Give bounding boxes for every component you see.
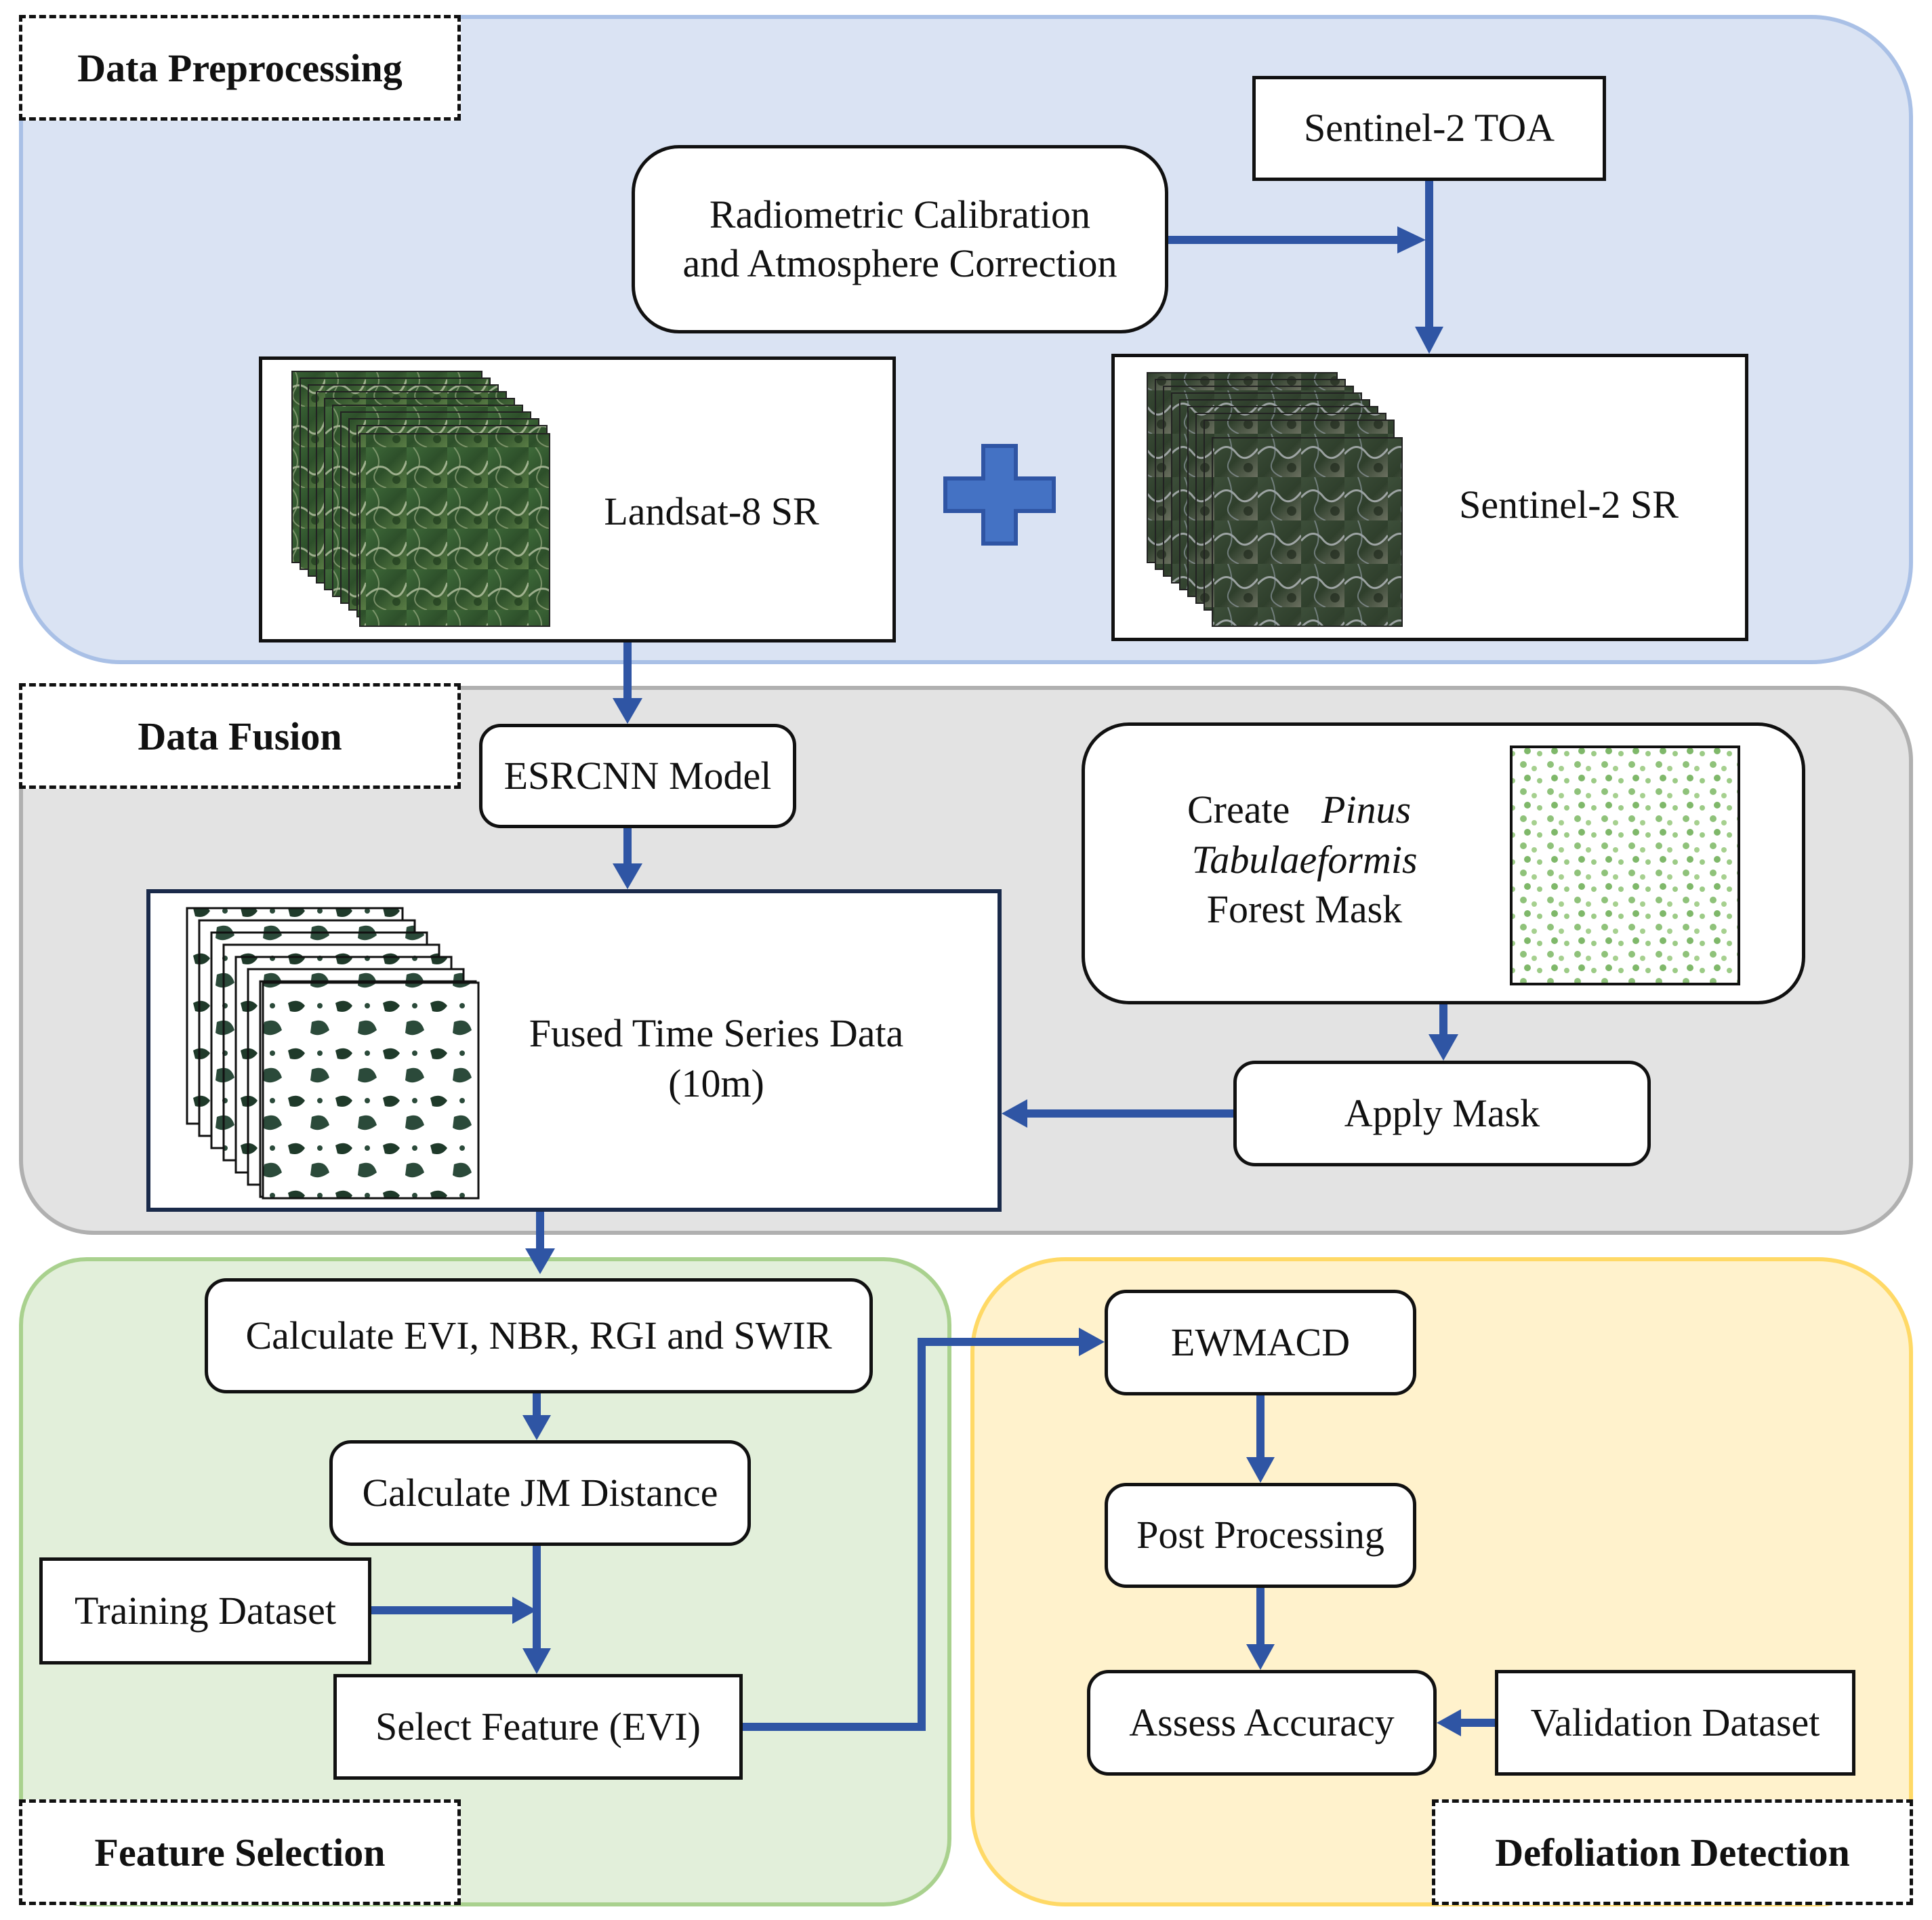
fused-time-series-label: Fused Time Series Data (10m) — [496, 1008, 937, 1108]
esrcnn-model-box: ESRCNN Model — [479, 724, 796, 828]
post-processing-box: Post Processing — [1105, 1483, 1416, 1588]
fused-line-1: Fused Time Series Data — [529, 1011, 904, 1055]
mask-species-genus: Pinus — [1321, 788, 1412, 832]
assess-accuracy-box: Assess Accuracy — [1087, 1670, 1437, 1776]
data-preprocessing-label: Data Preprocessing — [19, 15, 461, 121]
validation-dataset-box: Validation Dataset — [1495, 1670, 1855, 1776]
mask-species-text: Tabulaeformis — [1191, 837, 1418, 882]
feature-selection-label: Feature Selection — [19, 1799, 461, 1905]
training-dataset-box: Training Dataset — [39, 1557, 371, 1664]
sentinel2-toa-box: Sentinel-2 TOA — [1252, 76, 1606, 181]
sentinel2-sr-label: Sentinel-2 SR — [1459, 483, 1679, 527]
radiometric-calibration-box: Radiometric Calibration and Atmosphere C… — [632, 145, 1168, 333]
mask-forest-text: Forest Mask — [1206, 887, 1403, 932]
radiometric-line-1: Radiometric Calibration — [709, 192, 1091, 237]
mask-create-text: Create — [1187, 788, 1290, 832]
apply-mask-box: Apply Mask — [1233, 1061, 1651, 1166]
data-fusion-label: Data Fusion — [19, 683, 461, 789]
defoliation-detection-label: Defoliation Detection — [1432, 1799, 1913, 1905]
calculate-jm-distance-box: Calculate JM Distance — [329, 1440, 751, 1546]
fused-line-2: (10m) — [668, 1061, 764, 1105]
select-feature-box: Select Feature (EVI) — [333, 1674, 743, 1780]
ewmacd-box: EWMACD — [1105, 1290, 1416, 1395]
radiometric-line-2: and Atmosphere Correction — [682, 241, 1117, 285]
landsat8-sr-label: Landsat-8 SR — [604, 489, 819, 533]
forest-mask-label: Create Tabulaeformis Forest Mask — [1145, 785, 1464, 935]
calculate-indices-box: Calculate EVI, NBR, RGI and SWIR — [205, 1278, 873, 1393]
